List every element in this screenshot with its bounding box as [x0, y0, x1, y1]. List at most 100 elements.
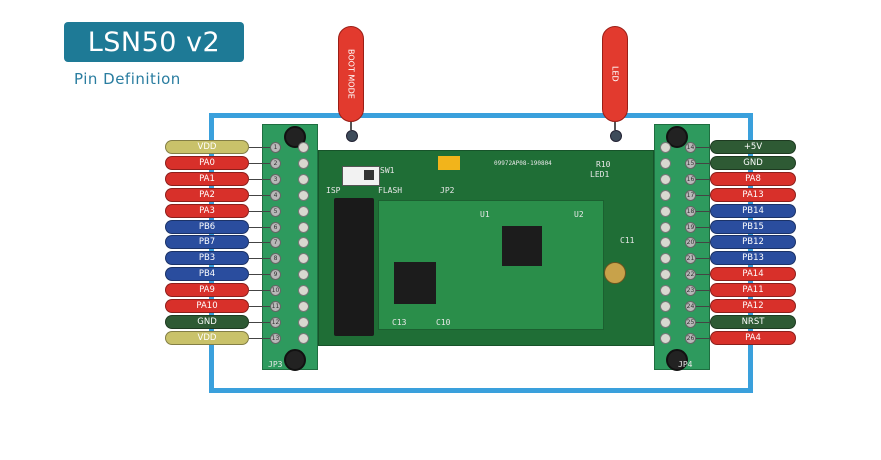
pin-connector-line [686, 306, 710, 307]
terminal-screw [298, 174, 309, 185]
pin-label-left-6: PB6 [165, 220, 249, 234]
pin-label-left-7: PB7 [165, 235, 249, 249]
pin-connector-line [249, 338, 273, 339]
pin-connector-line [686, 179, 710, 180]
terminal-screw [298, 158, 309, 169]
jumper [438, 156, 460, 170]
pin-label-right-13: PA4 [710, 331, 796, 345]
silk-u1: U1 [480, 210, 490, 219]
terminal-screw [660, 285, 671, 296]
silk-c10: C10 [436, 318, 451, 327]
terminal-screw [298, 285, 309, 296]
pin-number-left-10: 10 [270, 285, 281, 296]
pin-number-right-12: 25 [685, 317, 696, 328]
pin-label-right-5: PB14 [710, 204, 796, 218]
pin-number-right-11: 24 [685, 301, 696, 312]
pin-number-left-5: 5 [270, 206, 281, 217]
pin-label-left-12: GND [165, 315, 249, 329]
terminal-screw [660, 222, 671, 233]
silk-jp3: JP3 [268, 360, 283, 369]
pin-number-right-13: 26 [685, 333, 696, 344]
terminal-screw [660, 206, 671, 217]
pin-label-right-7: PB12 [710, 235, 796, 249]
silk-jp2: JP2 [440, 186, 455, 195]
title-badge: LSN50 v2 [64, 22, 244, 62]
pin-label-right-8: PB13 [710, 251, 796, 265]
terminal-screw [298, 142, 309, 153]
antenna-coil [604, 262, 626, 284]
pin-number-left-7: 7 [270, 237, 281, 248]
callout-led-label: LED [610, 66, 620, 82]
pin-label-left-4: PA2 [165, 188, 249, 202]
pin-number-right-10: 23 [685, 285, 696, 296]
pin-label-right-11: PA12 [710, 299, 796, 313]
callout-boot-mode: BOOT MODE [338, 26, 364, 122]
mount-hole-bottom-right [666, 349, 688, 371]
pin-connector-line [249, 274, 273, 275]
pin-number-left-9: 9 [270, 269, 281, 280]
pin-label-left-9: PB4 [165, 267, 249, 281]
silk-flash: FLASH [378, 186, 403, 195]
terminal-screw [660, 174, 671, 185]
callout-boot-mode-label: BOOT MODE [346, 49, 356, 99]
pin-number-right-2: 15 [685, 158, 696, 169]
pin-label-left-11: PA10 [165, 299, 249, 313]
pin-number-left-4: 4 [270, 190, 281, 201]
pin-label-right-12: NRST [710, 315, 796, 329]
boot-switch [342, 166, 380, 186]
pin-connector-line [249, 211, 273, 212]
pin-label-right-2: GND [710, 156, 796, 170]
mount-hole-top-right [666, 126, 688, 148]
pin-connector-line [686, 211, 710, 212]
pin-label-right-6: PB15 [710, 220, 796, 234]
pin-connector-line [249, 290, 273, 291]
pin-connector-line [686, 163, 710, 164]
pin-number-right-8: 21 [685, 253, 696, 264]
callout-led: LED [602, 26, 628, 122]
sim-slot [334, 198, 374, 336]
page-subtitle: Pin Definition [74, 70, 181, 88]
terminal-screw [660, 253, 671, 264]
pin-connector-line [249, 147, 273, 148]
terminal-screw [298, 317, 309, 328]
terminal-screw [660, 237, 671, 248]
pin-number-right-4: 17 [685, 190, 696, 201]
pin-label-left-10: PA9 [165, 283, 249, 297]
terminal-screw [660, 142, 671, 153]
silk-isp: ISP [326, 186, 341, 195]
silk-jp4: JP4 [678, 360, 693, 369]
pin-number-left-1: 1 [270, 142, 281, 153]
radio-chip [502, 226, 542, 266]
pin-connector-line [249, 227, 273, 228]
terminal-screw [298, 237, 309, 248]
pin-number-right-1: 14 [685, 142, 696, 153]
pin-connector-line [686, 242, 710, 243]
terminal-screw [298, 206, 309, 217]
pin-number-right-9: 22 [685, 269, 696, 280]
boot-switch-knob [364, 170, 374, 180]
pin-connector-line [686, 290, 710, 291]
terminal-screw [660, 158, 671, 169]
terminal-screw [660, 269, 671, 280]
terminal-screw [660, 190, 671, 201]
silk-r10: R10 [596, 160, 611, 169]
pin-connector-line [249, 258, 273, 259]
pin-label-left-5: PA3 [165, 204, 249, 218]
pin-label-left-13: VDD [165, 331, 249, 345]
pin-label-left-1: VDD [165, 140, 249, 154]
terminal-screw [298, 222, 309, 233]
callout-boot-mode-stem [350, 122, 352, 130]
pin-connector-line [686, 147, 710, 148]
pin-connector-line [249, 195, 273, 196]
pin-label-right-1: +5V [710, 140, 796, 154]
pin-connector-line [686, 258, 710, 259]
silk-c13: C13 [392, 318, 407, 327]
pin-number-right-7: 20 [685, 237, 696, 248]
pin-number-left-3: 3 [270, 174, 281, 185]
silk-c11: C11 [620, 236, 635, 245]
pin-connector-line [686, 322, 710, 323]
mount-hole-bottom-left [284, 349, 306, 371]
silk-sw1: SW1 [380, 166, 395, 175]
pin-number-left-8: 8 [270, 253, 281, 264]
callout-led-stem [614, 122, 616, 130]
